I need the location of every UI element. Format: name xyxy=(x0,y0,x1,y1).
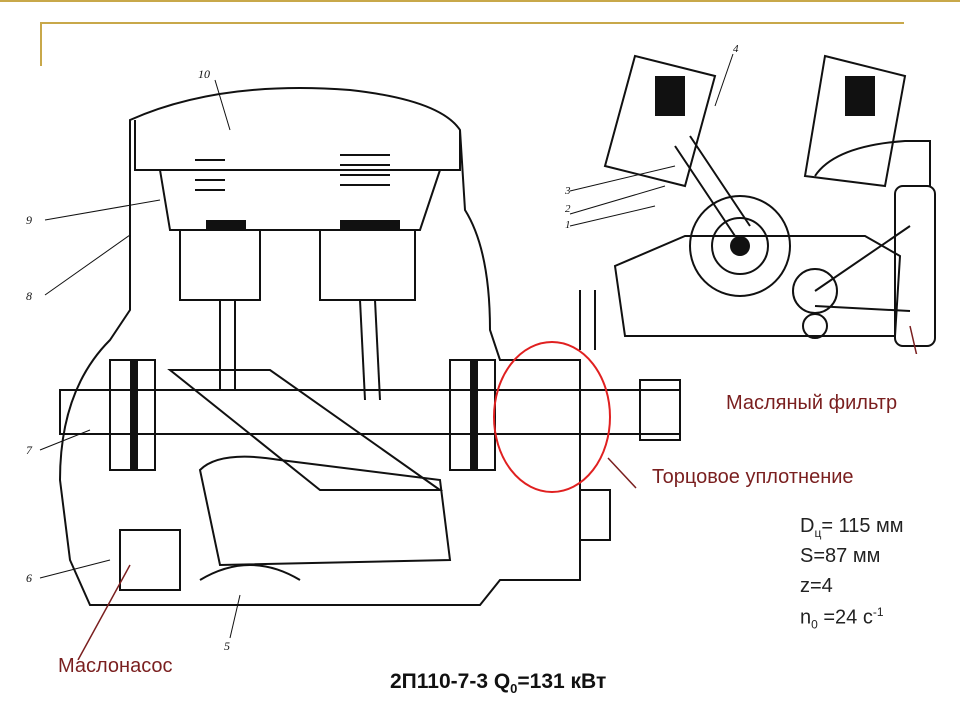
face-seal-label: Торцовое уплотнение xyxy=(652,466,854,488)
part-number-8: 8 xyxy=(26,289,32,303)
caption-model: 2П110-7-3 Q xyxy=(390,670,511,693)
spec-d-sub: ц xyxy=(814,526,822,540)
spec-n-sup: -1 xyxy=(872,605,884,619)
spec-n-sub: 0 xyxy=(811,617,818,632)
oil-pump-label: Маслонасос xyxy=(58,655,173,677)
spec-n-value: =24 с xyxy=(817,606,873,629)
caption-value: =131 кВт xyxy=(517,670,607,693)
inset-part-number-1: 1 xyxy=(565,219,571,231)
model-caption: 2П110-7-3 Q0=131 кВт xyxy=(390,670,606,696)
spec-cylinder-count: z=4 xyxy=(800,575,833,597)
frame-top-line xyxy=(40,22,904,24)
part-number-6: 6 xyxy=(26,571,32,585)
part-number-9: 9 xyxy=(26,213,32,227)
part-number-7: 7 xyxy=(26,443,33,457)
spec-stroke: S=87 мм xyxy=(800,545,881,567)
spec-d-value: = 115 мм xyxy=(821,515,904,537)
caption-sub: 0 xyxy=(510,681,518,697)
frame-bottom-line xyxy=(0,0,960,2)
inset-part-number-3: 3 xyxy=(565,185,571,197)
spec-n-symbol: n xyxy=(800,606,812,629)
frame-left-line xyxy=(40,22,42,66)
spec-d-symbol: D xyxy=(800,515,815,537)
part-number-10: 10 xyxy=(198,67,210,81)
oil-filter-label: Масляный фильтр xyxy=(726,392,898,414)
spec-cylinder-diameter: Dц= 115 мм xyxy=(800,515,904,540)
compressor-cross-section-inset: 4 3 2 1 xyxy=(565,43,936,354)
spec-rotation-speed: n0 =24 с-1 xyxy=(800,605,884,632)
compressor-section-drawing: 10 9 8 7 6 5 xyxy=(26,67,681,660)
face-seal-highlight xyxy=(493,341,611,493)
inset-part-number-4: 4 xyxy=(733,43,739,55)
inset-part-number-2: 2 xyxy=(565,203,571,215)
part-number-5: 5 xyxy=(224,639,230,653)
